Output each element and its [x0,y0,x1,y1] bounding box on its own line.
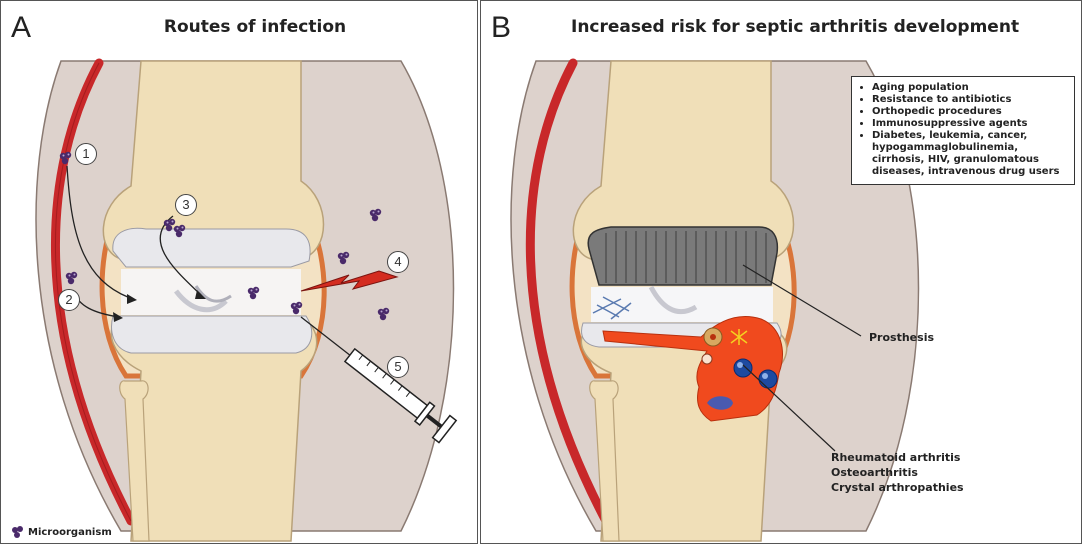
risk-factor: Orthopedic procedures [872,106,1068,118]
route-number-5: 5 [387,356,409,378]
condition-label: Rheumatoid arthritis [831,451,960,464]
prosthesis-component [588,227,777,285]
panel-title-a: Routes of infection [1,17,478,37]
legend-label: Microorganism [28,527,112,538]
panel-letter-b: B [491,11,511,45]
microorganism-icon [11,525,25,539]
condition-label: Osteoarthritis [831,466,918,479]
risk-factors-box: Aging population Resistance to antibioti… [851,76,1075,185]
panel-septic-arthritis-risk: B Increased risk for septic arthritis de… [480,0,1082,544]
risk-factor: Immunosuppressive agents [872,118,1068,130]
route-number-2: 2 [58,289,80,311]
route-number-1: 1 [75,143,97,165]
knee-joint-diagram-a [1,1,478,544]
femoral-cartilage [113,228,310,267]
risk-factor: Aging population [872,82,1068,94]
condition-label: Crystal arthropathies [831,481,964,494]
legend: Microorganism [11,525,112,539]
risk-factor: Diabetes, leukemia, cancer, hypogammaglo… [872,130,1068,178]
immune-cell-icon [734,359,752,377]
panel-routes-of-infection: A Routes of infection 1 2 3 4 5 Microorg… [0,0,478,544]
route-number-4: 4 [387,251,409,273]
risk-factor: Resistance to antibiotics [872,94,1068,106]
tibial-cartilage [112,316,312,353]
prosthesis-label: Prosthesis [869,331,934,344]
panel-title-b: Increased risk for septic arthritis deve… [571,17,1019,37]
route-number-3: 3 [175,194,197,216]
